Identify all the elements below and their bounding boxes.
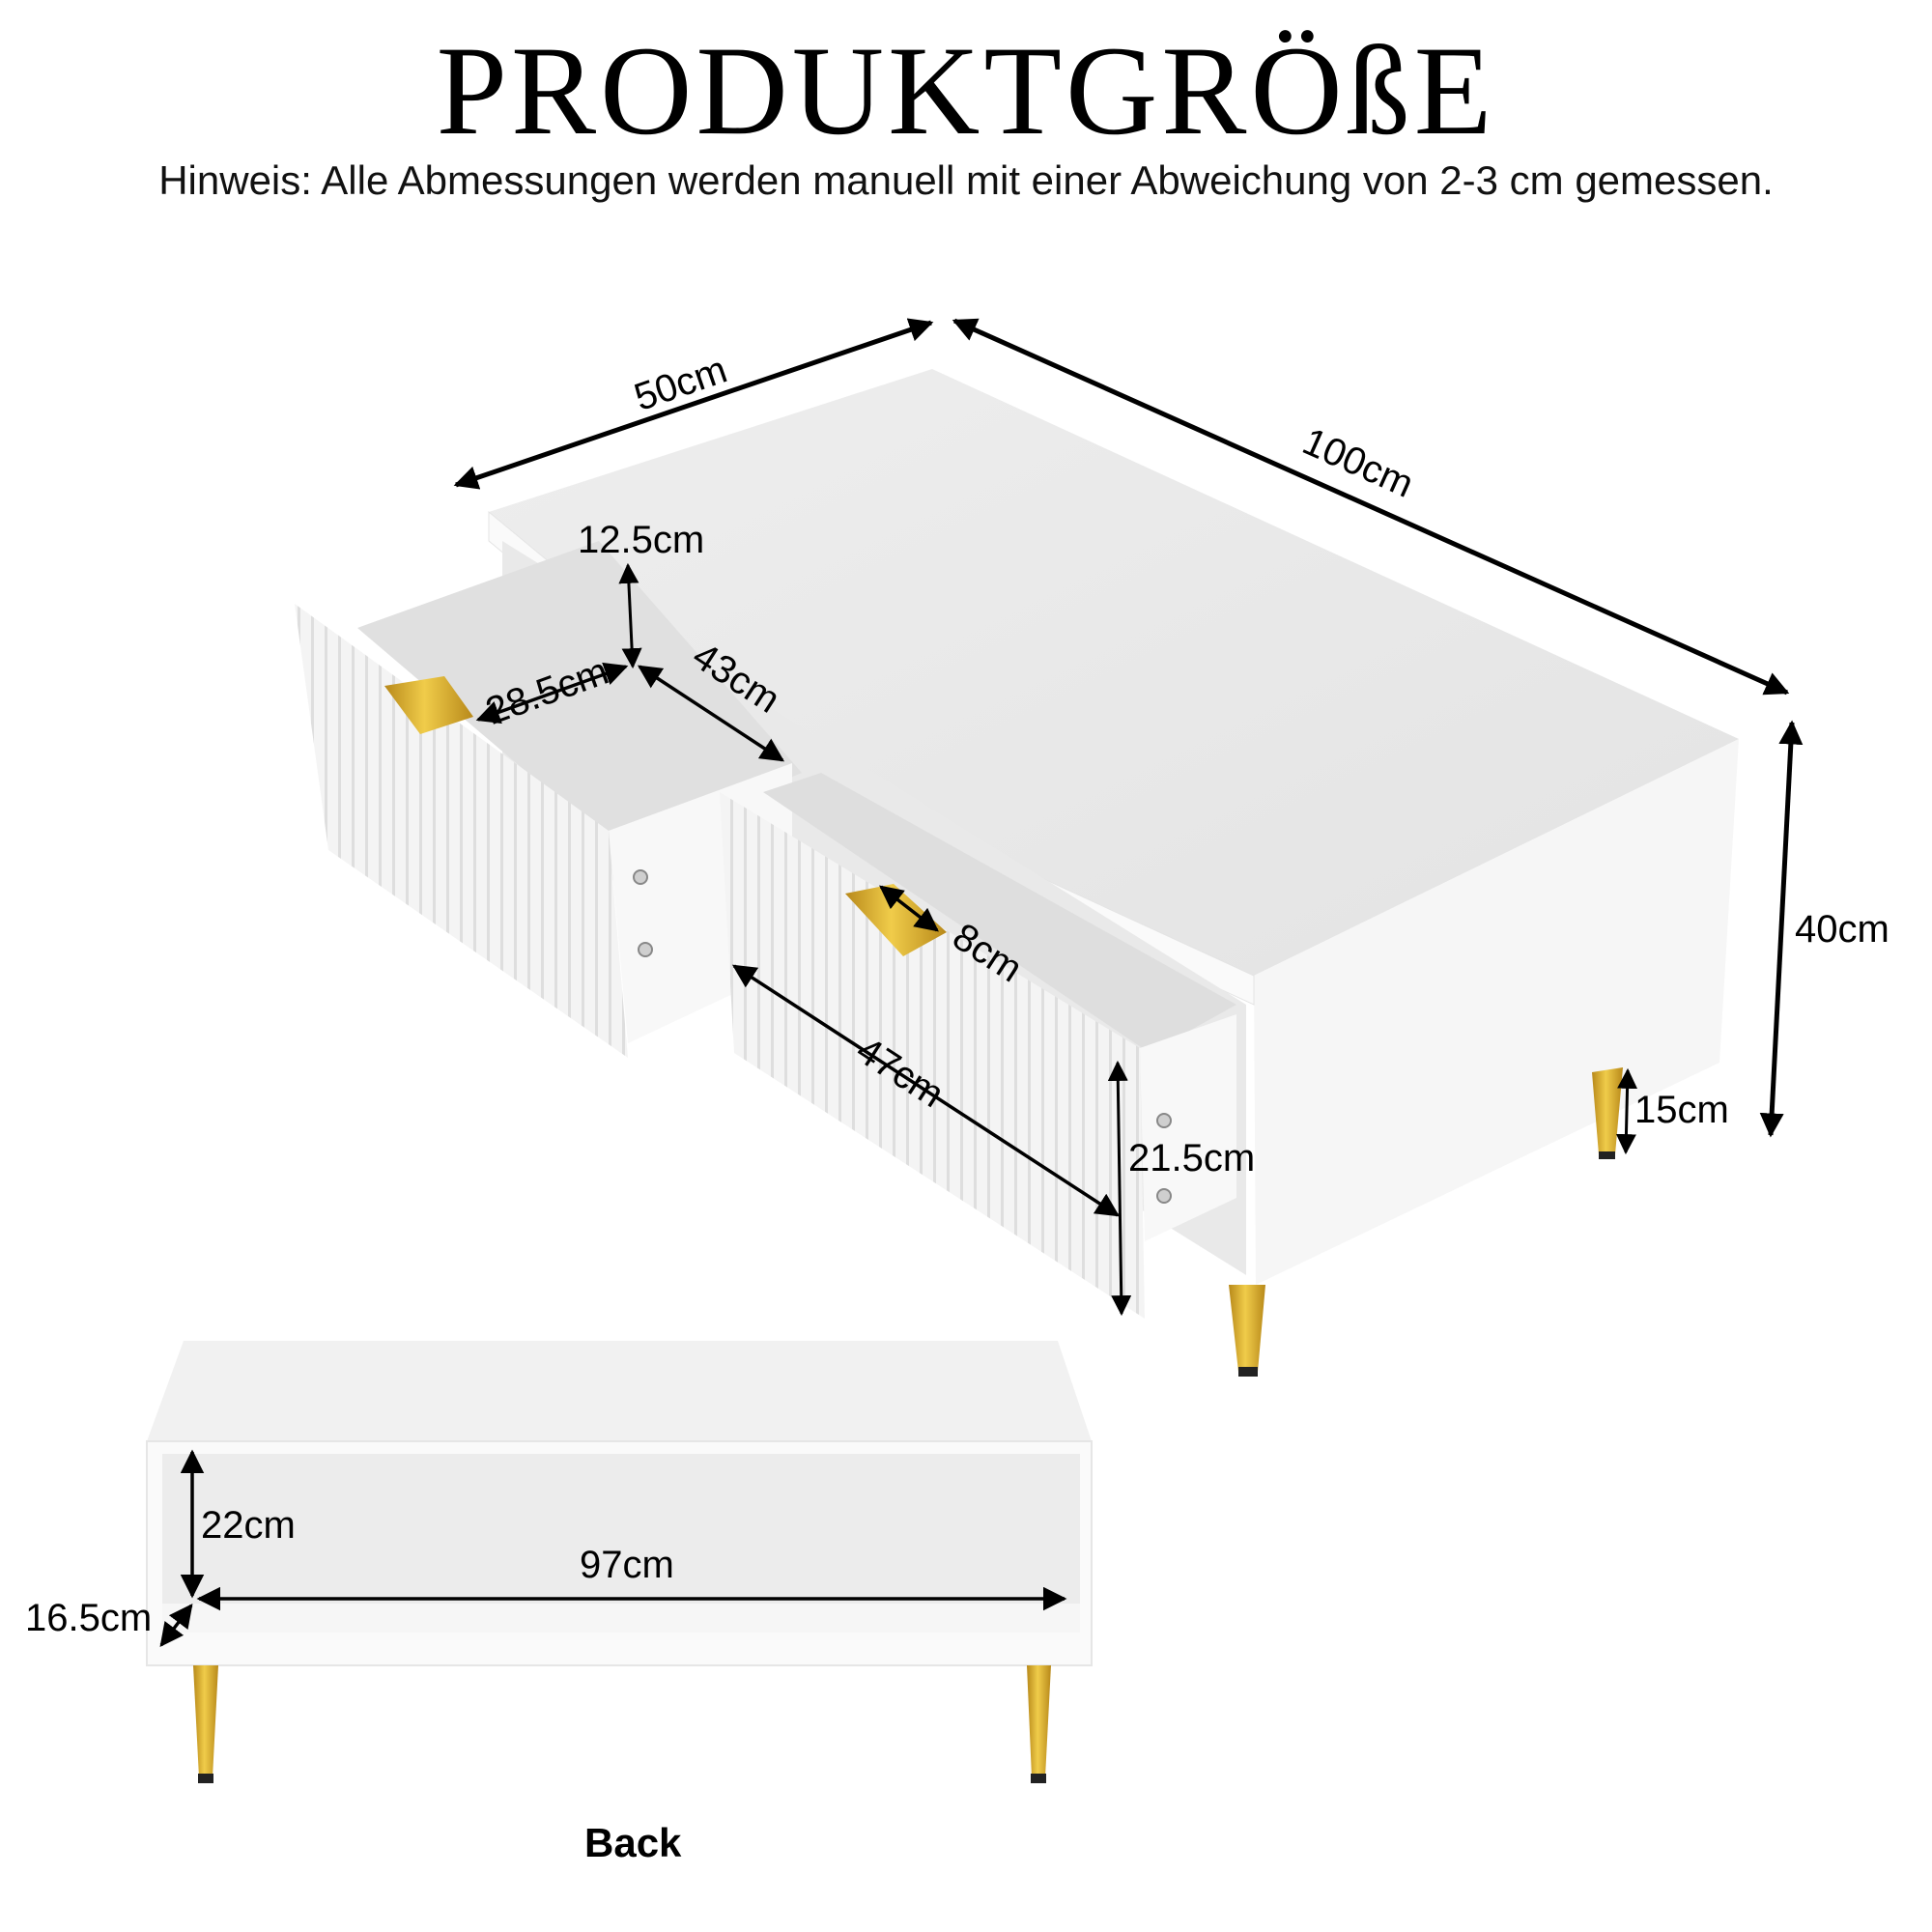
label-leg-height: 15cm [1634, 1089, 1729, 1131]
front-leg [1229, 1285, 1265, 1372]
measurement-note: Hinweis: Alle Abmessungen werden manuell… [158, 157, 1774, 203]
left-drawer-handle [384, 676, 473, 734]
label-opening-width: 97cm [580, 1544, 674, 1586]
back-view-label: Back [584, 1820, 682, 1865]
label-length: 100cm [1296, 420, 1420, 506]
back-top-surface [147, 1341, 1092, 1441]
table-side-panel [1254, 739, 1739, 1285]
back-leg-right [1027, 1665, 1051, 1777]
label-drawer-front-height: 21.5cm [1128, 1137, 1255, 1179]
dimension-arrows-main [453, 318, 1804, 1317]
coffee-table-main-view [295, 369, 1739, 1377]
screw-icon [1156, 1188, 1172, 1204]
back-leg-left [193, 1665, 218, 1777]
label-height: 40cm [1795, 908, 1889, 951]
screw-icon [638, 942, 653, 957]
screw-icon [1156, 1113, 1172, 1128]
label-opening-depth: 16.5cm [25, 1597, 152, 1639]
dimension-arrows-back [159, 1449, 1067, 1647]
right-drawer-side [1140, 1014, 1236, 1241]
screw-icon [633, 869, 648, 885]
label-opening-height: 22cm [201, 1504, 296, 1547]
back-leg [1592, 1067, 1623, 1154]
page-title: PRODUKTGRÖßE [436, 19, 1496, 161]
label-shelf-gap: 12.5cm [578, 519, 704, 561]
left-drawer-front [295, 604, 628, 1058]
